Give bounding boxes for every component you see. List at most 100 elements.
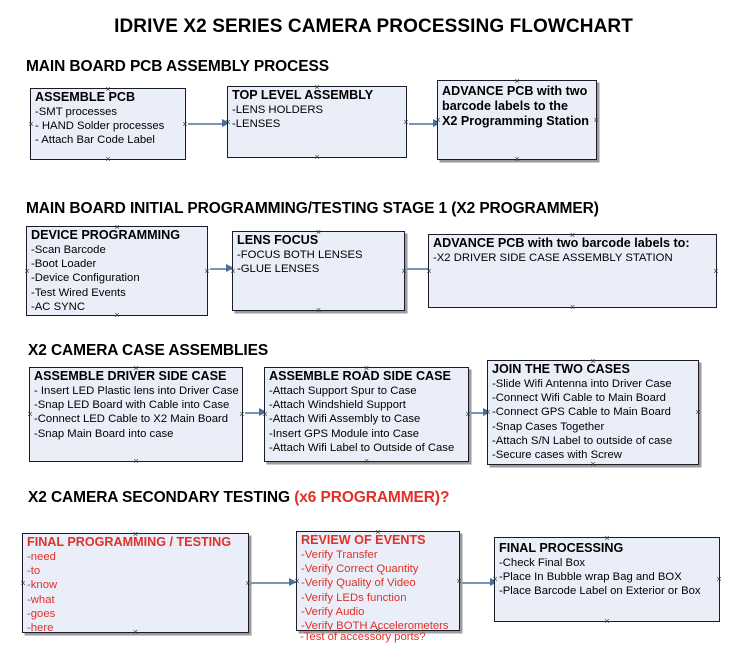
node-line: -know bbox=[27, 579, 58, 592]
node-line: -Attach Windshield Support bbox=[269, 399, 406, 412]
node-title: ADVANCE PCB with two bbox=[442, 84, 588, 98]
connector-arrow bbox=[251, 578, 297, 587]
node-title: JOIN THE TWO CASES bbox=[492, 362, 630, 376]
node-line: -Test Wired Events bbox=[31, 286, 126, 299]
node-line: -Connect GPS Cable to Main Board bbox=[492, 406, 671, 419]
node-join-the-two-cases[interactable]: JOIN THE TWO CASES -Slide Wifi Antenna i… bbox=[487, 360, 699, 465]
node-body: FINAL PROCESSING -Check Final Box -Place… bbox=[499, 541, 717, 599]
node-review-of-events[interactable]: REVIEW OF EVENTS -Verify Transfer -Verif… bbox=[296, 531, 460, 633]
arrow-head-icon bbox=[222, 119, 230, 127]
node-title: ASSEMBLE PCB bbox=[35, 90, 136, 104]
arrow-shaft bbox=[210, 268, 227, 270]
arrow-head-icon bbox=[226, 264, 234, 272]
node-title: ASSEMBLE DRIVER SIDE CASE bbox=[34, 369, 227, 383]
node-line: -Attach Support Spur to Case bbox=[269, 385, 417, 397]
node-body: TOP LEVEL ASSEMBLY -LENS HOLDERS -LENSES bbox=[232, 88, 404, 131]
arrow-shaft bbox=[188, 123, 223, 125]
node-line: -Scan Barcode bbox=[31, 244, 106, 256]
node-line: -goes bbox=[27, 607, 56, 620]
node-line: -Snap LED Board with Cable into Case bbox=[34, 399, 230, 412]
node-line: -Attach Wifi Assembly to Case bbox=[269, 413, 421, 426]
node-title: REVIEW OF EVENTS bbox=[301, 533, 426, 547]
node-title: DEVICE PROGRAMMING bbox=[31, 228, 181, 242]
node-line: -Verify LEDs function bbox=[301, 591, 407, 604]
node-line: -Place Barcode Label on Exterior or Box bbox=[499, 585, 701, 598]
arrow-shaft bbox=[407, 268, 430, 270]
node-assemble-road-side-case[interactable]: ASSEMBLE ROAD SIDE CASE -Attach Support … bbox=[264, 367, 469, 462]
node-line: -SMT processes bbox=[35, 106, 118, 118]
node-line: -Verify Transfer bbox=[301, 549, 378, 561]
node-line: -Verify Quality of Video bbox=[301, 577, 416, 590]
resize-handle-bottom[interactable] bbox=[104, 155, 113, 164]
connector-arrow bbox=[188, 119, 230, 128]
node-body: ADVANCE PCB with two barcode labels to: … bbox=[433, 236, 714, 265]
section-heading-4-main: X2 CAMERA SECONDARY TESTING bbox=[28, 489, 295, 506]
resize-handle-bottom[interactable] bbox=[513, 155, 522, 164]
node-title: FINAL PROGRAMMING / TESTING bbox=[27, 535, 232, 549]
node-line: -Verify BOTH Accelerometers bbox=[301, 620, 449, 633]
node-line: -Boot Loader bbox=[31, 258, 97, 271]
node-final-programming-testing[interactable]: FINAL PROGRAMMING / TESTING -need -to -k… bbox=[22, 533, 249, 635]
resize-handle-bottom[interactable] bbox=[314, 306, 323, 315]
node-line: -Insert GPS Module into Case bbox=[269, 427, 420, 440]
node-title: ADVANCE PCB with two barcode labels to: bbox=[433, 236, 690, 250]
page-title: IDRIVE X2 SERIES CAMERA PROCESSING FLOWC… bbox=[114, 16, 633, 37]
node-line: - Attach Bar Code Label bbox=[35, 134, 155, 147]
node-body: ADVANCE PCB with two barcode labels to t… bbox=[442, 84, 594, 129]
node-line-overflow: -Test of accessory ports? bbox=[300, 631, 426, 643]
node-line: -LENS HOLDERS bbox=[232, 104, 324, 116]
node-title: FINAL PROCESSING bbox=[499, 541, 624, 555]
node-body: FINAL PROGRAMMING / TESTING -need -to -k… bbox=[27, 535, 246, 635]
node-body: ASSEMBLE DRIVER SIDE CASE - Insert LED P… bbox=[34, 369, 240, 441]
node-title: LENS FOCUS bbox=[237, 233, 319, 247]
arrow-shaft bbox=[245, 412, 260, 414]
node-body: ASSEMBLE PCB -SMT processes - HAND Solde… bbox=[35, 90, 183, 148]
node-line: -Slide Wifi Antenna into Driver Case bbox=[492, 378, 672, 390]
node-advance-pcb-station[interactable]: ADVANCE PCB with two barcode labels to t… bbox=[437, 80, 597, 160]
node-line: -LENSES bbox=[232, 118, 281, 131]
node-line: -to bbox=[27, 565, 41, 578]
resize-handle-right[interactable] bbox=[712, 267, 721, 276]
arrow-shaft bbox=[462, 582, 491, 584]
node-line: -Check Final Box bbox=[499, 557, 586, 569]
section-heading-4: X2 CAMERA SECONDARY TESTING (x6 PROGRAMM… bbox=[28, 489, 449, 507]
node-body: LENS FOCUS -FOCUS BOTH LENSES -GLUE LENS… bbox=[237, 233, 402, 276]
node-line: -Snap Main Board into case bbox=[34, 427, 174, 440]
connector-arrow bbox=[462, 578, 498, 587]
section-heading-2: MAIN BOARD INITIAL PROGRAMMING/TESTING S… bbox=[26, 200, 599, 217]
arrow-head-icon bbox=[289, 578, 297, 586]
node-advance-pcb-driver-side[interactable]: ADVANCE PCB with two barcode labels to: … bbox=[428, 234, 717, 308]
node-line: -Connect LED Cable to X2 Main Board bbox=[34, 413, 229, 426]
node-line: -AC SYNC bbox=[31, 300, 85, 313]
node-body: ASSEMBLE ROAD SIDE CASE -Attach Support … bbox=[269, 369, 466, 455]
arrow-shaft bbox=[471, 412, 484, 414]
node-line: - Insert LED Plastic lens into Driver Ca… bbox=[34, 385, 239, 397]
resize-handle-bottom[interactable] bbox=[603, 617, 612, 626]
node-line: -GLUE LENSES bbox=[237, 263, 320, 276]
node-line: -what bbox=[27, 593, 55, 606]
node-assemble-driver-side-case[interactable]: ASSEMBLE DRIVER SIDE CASE - Insert LED P… bbox=[29, 367, 243, 462]
node-line: barcode labels to the bbox=[442, 99, 568, 113]
node-top-level-assembly[interactable]: TOP LEVEL ASSEMBLY -LENS HOLDERS -LENSES bbox=[227, 86, 407, 158]
section-heading-3: X2 CAMERA CASE ASSEMBLIES bbox=[28, 342, 269, 359]
node-assemble-pcb[interactable]: ASSEMBLE PCB -SMT processes - HAND Solde… bbox=[30, 88, 186, 160]
node-lens-focus[interactable]: LENS FOCUS -FOCUS BOTH LENSES -GLUE LENS… bbox=[232, 231, 405, 311]
node-line: X2 Programming Station bbox=[442, 114, 589, 128]
node-line: -Secure cases with Screw bbox=[492, 449, 622, 462]
node-title: ASSEMBLE ROAD SIDE CASE bbox=[269, 369, 451, 383]
resize-handle-bottom[interactable] bbox=[313, 153, 322, 162]
node-body: JOIN THE TWO CASES -Slide Wifi Antenna i… bbox=[492, 362, 696, 462]
connector-arrow bbox=[210, 264, 234, 273]
arrow-shaft bbox=[251, 582, 290, 584]
node-line: -need bbox=[27, 551, 56, 563]
node-line: -Attach S/N Label to outside of case bbox=[492, 434, 673, 447]
node-device-programming[interactable]: DEVICE PROGRAMMING -Scan Barcode -Boot L… bbox=[26, 226, 208, 316]
resize-handle-bottom[interactable] bbox=[132, 457, 141, 466]
node-title: TOP LEVEL ASSEMBLY bbox=[232, 88, 374, 102]
resize-handle-bottom[interactable] bbox=[568, 303, 577, 312]
node-final-processing[interactable]: FINAL PROCESSING -Check Final Box -Place… bbox=[494, 537, 720, 622]
resize-handle-bottom[interactable] bbox=[362, 457, 371, 466]
node-line: -Attach Wifi Label to Outside of Case bbox=[269, 441, 455, 454]
node-line: -Place In Bubble wrap Bag and BOX bbox=[499, 571, 682, 584]
